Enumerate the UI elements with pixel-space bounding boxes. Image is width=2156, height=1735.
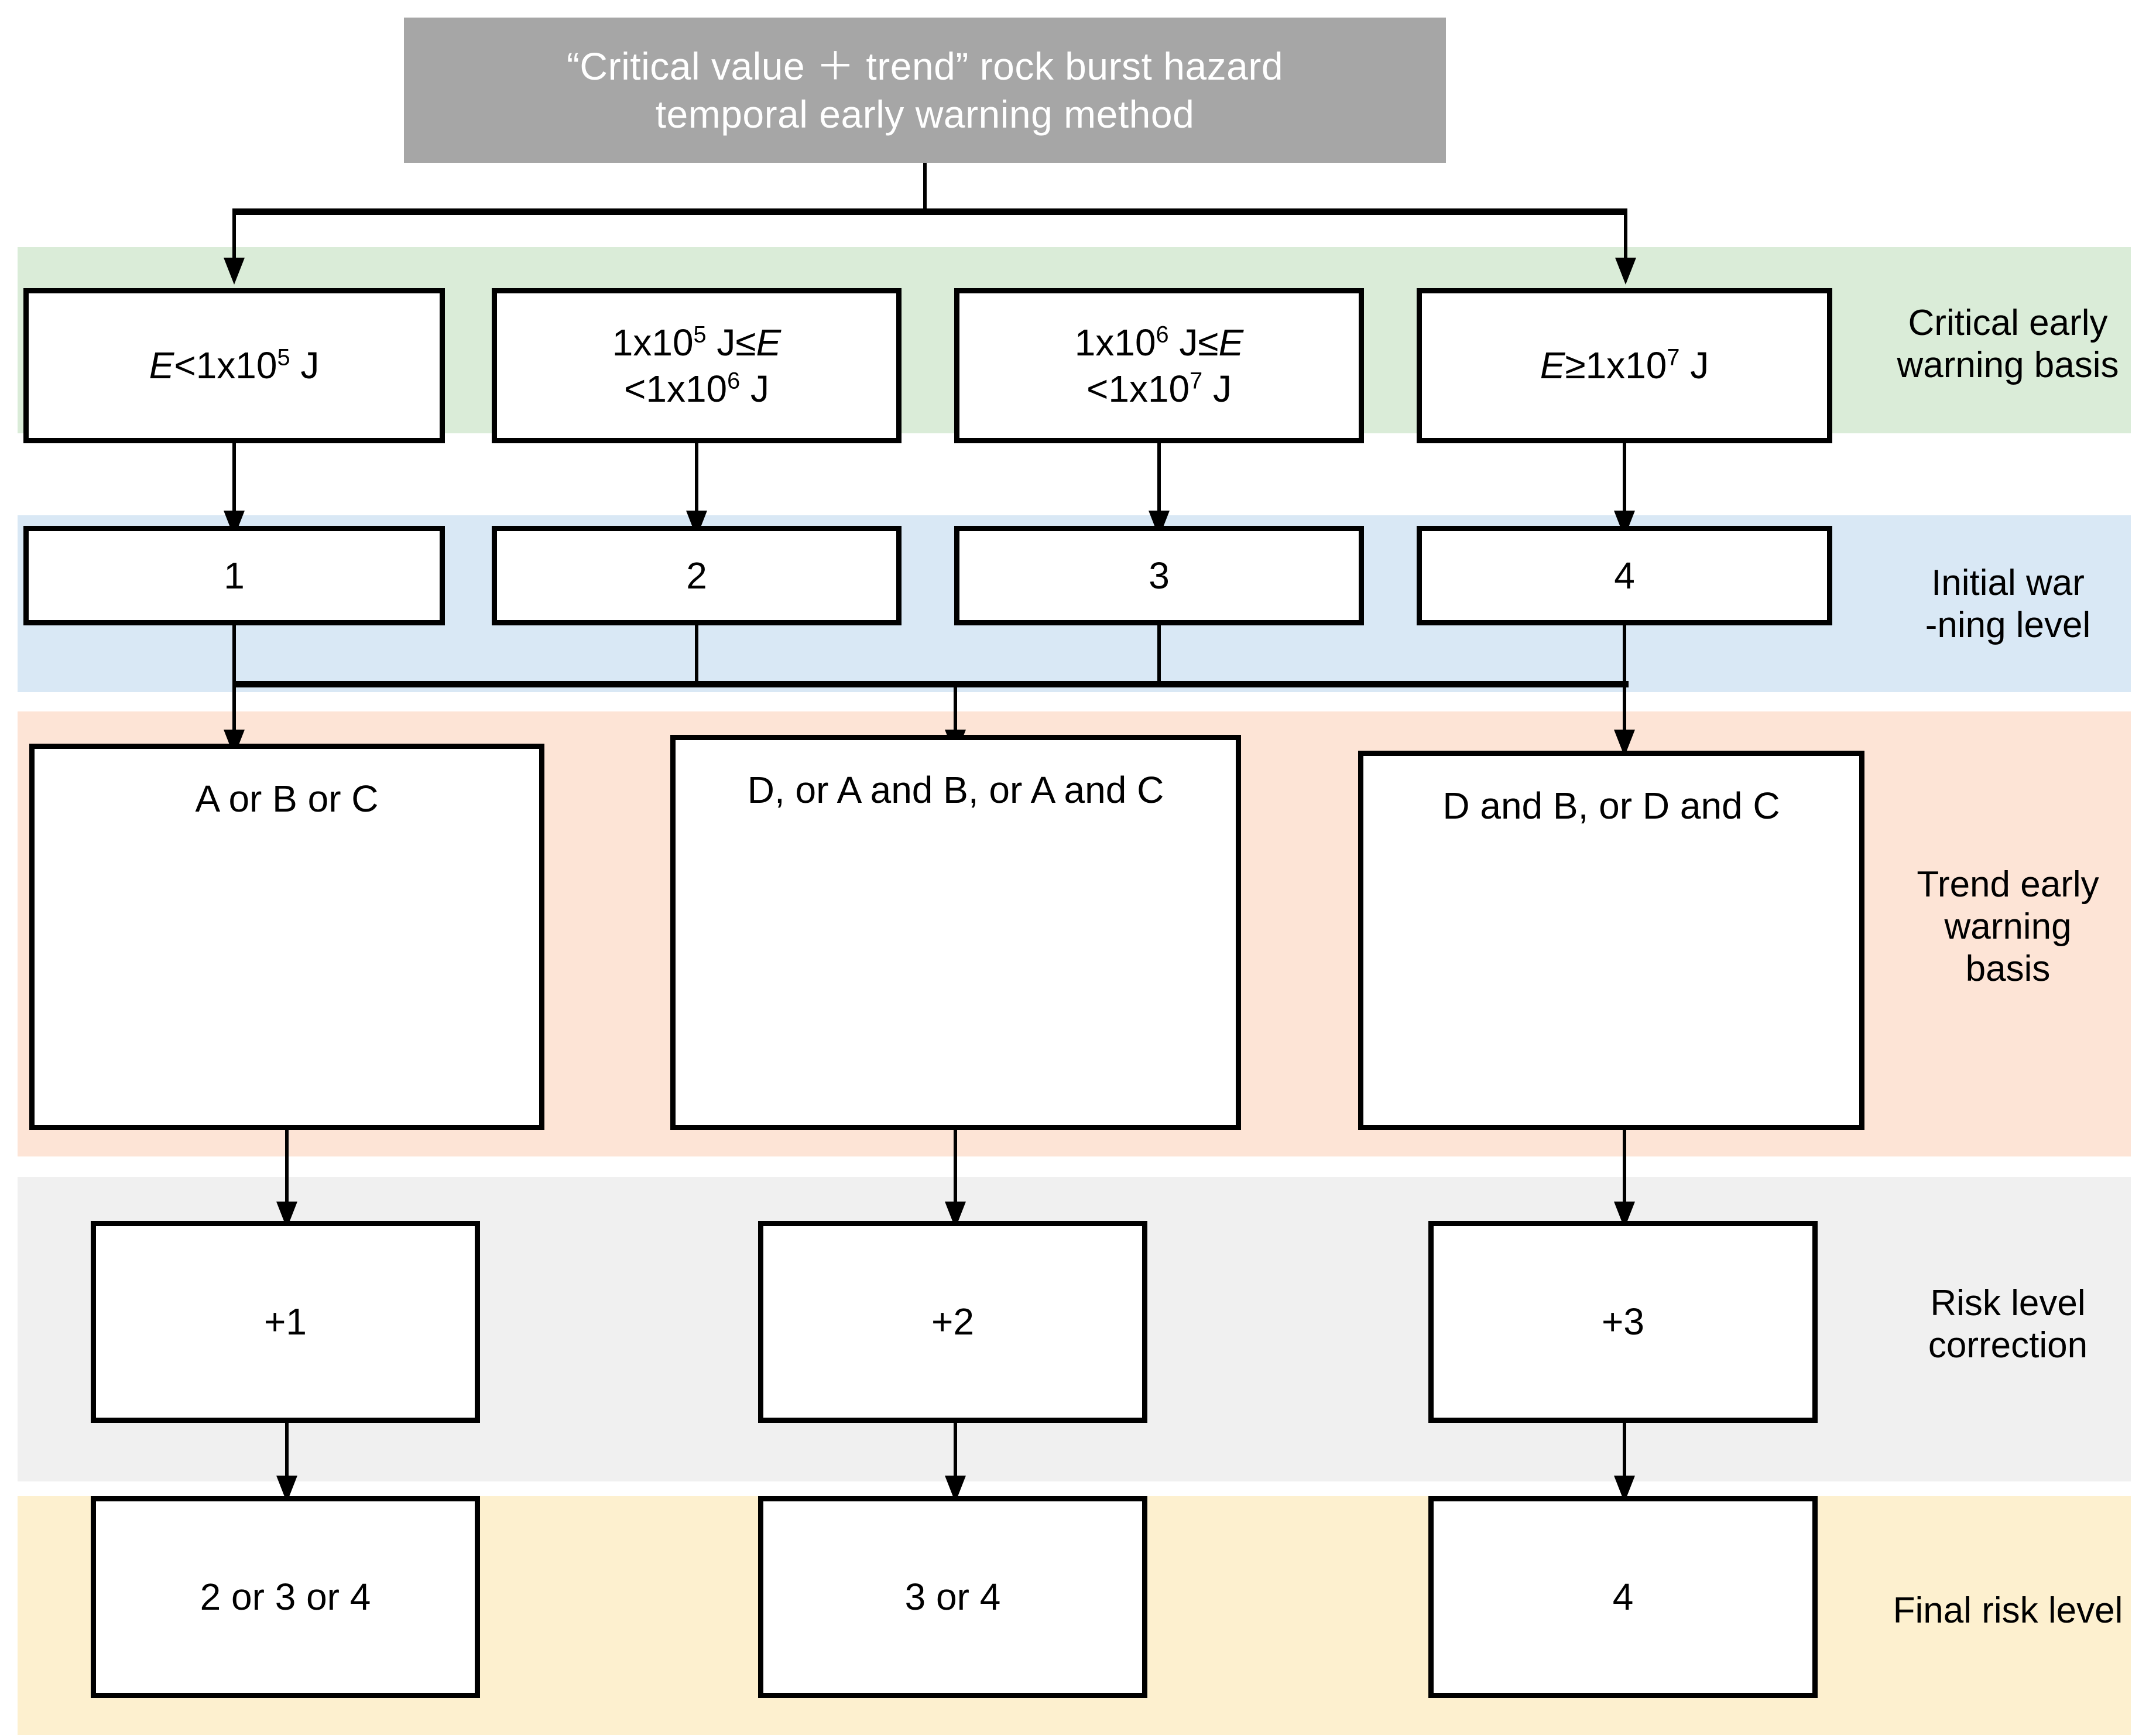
final-level-box-3[interactable]: 4: [1428, 1496, 1818, 1698]
initial-level-box-3[interactable]: 3: [954, 526, 1364, 625]
band-label-trend-early-warning-basis: Trend early warning basis: [1917, 864, 2099, 989]
connector-l2-drop: [695, 625, 698, 684]
critical-basis-box-3[interactable]: 1x106 J≤E<1x107 J: [954, 288, 1364, 443]
connector-bus-to-t3: [1623, 681, 1626, 744]
critical-basis-box-4-label: E≥1x107 J: [1540, 344, 1709, 387]
connector-c4-to-l4: [1623, 443, 1626, 526]
connector-title-stem: [923, 163, 927, 208]
initial-level-box-4[interactable]: 4: [1417, 526, 1832, 625]
connector-t1-to-corr1: [285, 1130, 289, 1219]
connector-title-drop-right: [1624, 208, 1627, 271]
connector-corr3-to-final3: [1623, 1423, 1626, 1493]
connector-c3-to-l3: [1157, 443, 1161, 526]
initial-level-box-2[interactable]: 2: [492, 526, 902, 625]
connector-t3-to-corr3: [1623, 1130, 1626, 1219]
critical-basis-box-4[interactable]: E≥1x107 J: [1417, 288, 1832, 443]
critical-basis-box-1[interactable]: E<1x105 J: [23, 288, 445, 443]
connector-l3-drop: [1157, 625, 1161, 684]
band-label-final-risk-level: Final risk level: [1893, 1590, 2123, 1631]
connector-c2-to-l2: [695, 443, 698, 526]
band-label-critical-early-warning-basis: Critical early warning basis: [1897, 303, 2119, 385]
connector-level-bus: [232, 681, 1629, 687]
initial-level-box-1[interactable]: 1: [23, 526, 445, 625]
trend-basis-box-2[interactable]: D, or A and B, or A and C: [670, 735, 1241, 1130]
risk-correction-box-3[interactable]: +3: [1428, 1221, 1818, 1423]
connector-title-drop-left: [232, 208, 236, 271]
connector-title-bus: [234, 208, 1627, 215]
final-level-box-1[interactable]: 2 or 3 or 4: [91, 1496, 480, 1698]
critical-basis-box-2[interactable]: 1x105 J≤E<1x106 J: [492, 288, 902, 443]
connector-bus-to-t2: [954, 681, 957, 744]
critical-basis-box-2-label: 1x105 J≤E<1x106 J: [612, 321, 781, 410]
connector-l4-drop: [1623, 625, 1626, 684]
connector-t2-to-corr2: [954, 1130, 957, 1219]
risk-correction-box-2[interactable]: +2: [758, 1221, 1147, 1423]
critical-basis-box-1-label: E<1x105 J: [149, 344, 320, 387]
band-label-risk-level-correction: Risk level correction: [1928, 1283, 2088, 1366]
connector-corr2-to-final2: [954, 1423, 957, 1493]
trend-basis-box-1[interactable]: A or B or C: [29, 744, 544, 1130]
connector-c1-to-l1: [232, 443, 236, 526]
trend-basis-box-3[interactable]: D and B, or D and C: [1358, 751, 1864, 1130]
arrow-title-to-box4: [1615, 258, 1636, 285]
connector-bus-to-t1: [232, 681, 236, 744]
page-title: “Critical value ＋ trend” rock burst haza…: [404, 18, 1446, 163]
risk-correction-box-1[interactable]: +1: [91, 1221, 480, 1423]
final-level-box-2[interactable]: 3 or 4: [758, 1496, 1147, 1698]
connector-corr1-to-final1: [285, 1423, 289, 1493]
band-label-initial-warning-level: Initial war -ning level: [1925, 563, 2091, 645]
arrow-title-to-box1: [224, 258, 245, 285]
critical-basis-box-3-label: 1x106 J≤E<1x107 J: [1074, 321, 1244, 410]
connector-l1-drop: [232, 625, 236, 684]
